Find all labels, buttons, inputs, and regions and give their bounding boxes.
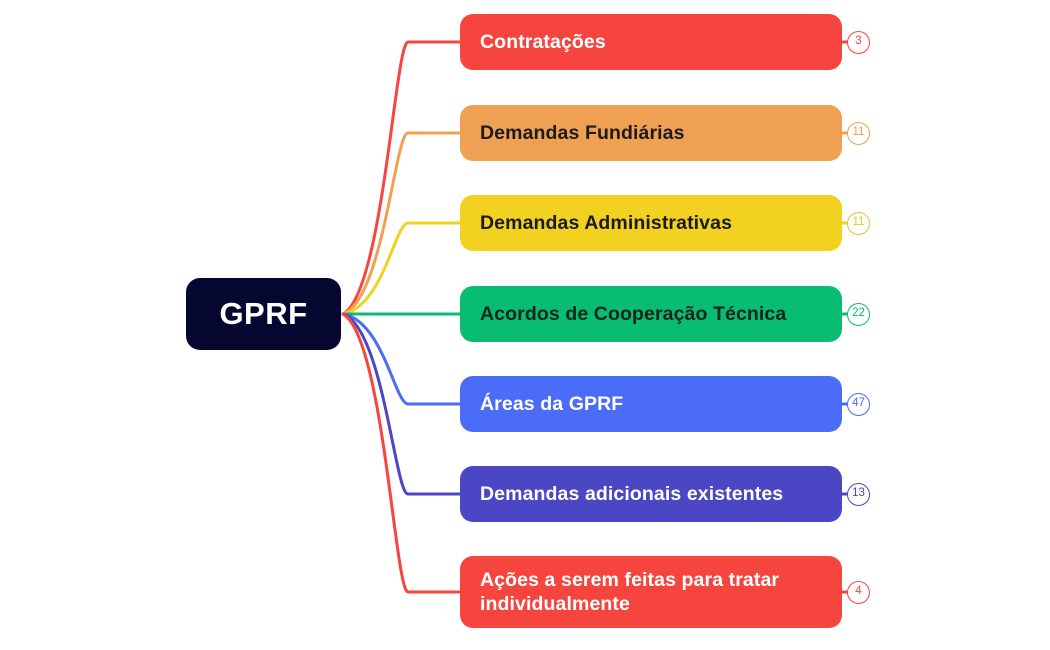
branch-count-value: 3 — [855, 35, 862, 48]
branch-count-value: 47 — [852, 397, 865, 410]
branch-node[interactable]: Acordos de Cooperação Técnica — [460, 286, 842, 342]
branch-count-value: 11 — [852, 216, 865, 229]
root-node-gprf[interactable]: GPRF — [186, 278, 341, 350]
branch-count-badge[interactable]: 11 — [847, 211, 870, 235]
branch-connector-line — [341, 131, 462, 316]
branch-node-label: Demandas Fundiárias — [480, 121, 685, 144]
branch-node-label: Contratações — [480, 30, 606, 53]
branch-connector-line — [341, 312, 462, 594]
branch-node[interactable]: Ações a serem feitas para tratar individ… — [460, 556, 842, 628]
branch-node[interactable]: Demandas adicionais existentes — [460, 466, 842, 522]
branch-count-badge[interactable]: 3 — [847, 30, 870, 54]
branch-node-label: Demandas adicionais existentes — [480, 482, 784, 505]
branch-count-badge[interactable]: 47 — [847, 392, 870, 416]
branch-node[interactable]: Áreas da GPRF — [460, 376, 842, 432]
branch-count-badge[interactable]: 22 — [847, 302, 870, 326]
branch-node-label: Áreas da GPRF — [480, 392, 624, 415]
branch-node-label: Acordos de Cooperação Técnica — [480, 302, 787, 325]
branch-count-value: 11 — [852, 126, 865, 139]
branch-count-value: 22 — [852, 307, 865, 320]
branch-node[interactable]: Demandas Administrativas — [460, 195, 842, 251]
branch-count-value: 4 — [855, 585, 862, 598]
branch-connector-line — [341, 312, 462, 496]
branch-node[interactable]: Demandas Fundiárias — [460, 105, 842, 161]
branch-count-badge[interactable]: 11 — [847, 121, 870, 145]
branch-node[interactable]: Contratações — [460, 14, 842, 70]
branch-count-badge[interactable]: 4 — [847, 580, 870, 604]
branch-connector-line — [341, 312, 462, 406]
branch-connector-line — [341, 40, 462, 316]
branch-count-value: 13 — [852, 487, 865, 500]
branch-count-badge[interactable]: 13 — [847, 482, 870, 506]
branch-node-label: Ações a serem feitas para tratar individ… — [480, 568, 780, 615]
branch-node-label: Demandas Administrativas — [480, 211, 733, 234]
branch-connector-line — [341, 221, 462, 316]
root-node-label: GPRF — [219, 296, 308, 331]
